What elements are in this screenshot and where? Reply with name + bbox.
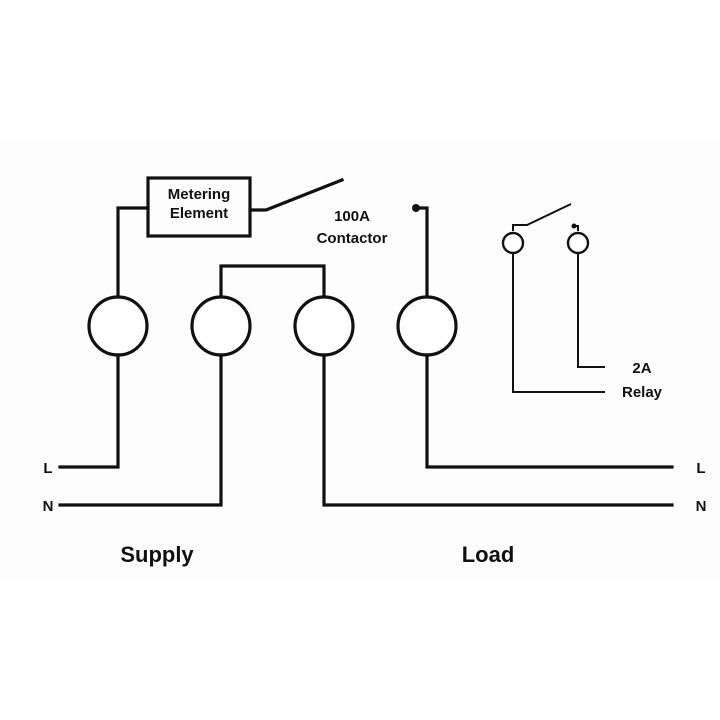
contactor-contact-wire <box>414 206 429 299</box>
metering-element-label-1: Metering <box>168 186 231 203</box>
load-section-label: Load <box>462 542 515 567</box>
diagram-background <box>0 140 720 580</box>
contactor-label-1: 100A <box>334 208 370 225</box>
relay-label-2: Relay <box>622 384 663 401</box>
load-live-wire <box>425 353 674 469</box>
relay-terminal-2 <box>566 231 590 255</box>
relay-terminal-1 <box>501 231 525 255</box>
contactor-contact-dot <box>412 204 420 212</box>
terminal-4-load-live <box>396 295 458 357</box>
supply-live-wire <box>58 353 120 469</box>
supply-neutral-label: N <box>43 498 54 515</box>
load-live-label: L <box>696 460 705 477</box>
contactor-switch-arm <box>248 177 345 212</box>
relay-label-1: 2A <box>632 360 651 377</box>
contactor-label-2: Contactor <box>317 230 388 247</box>
terminal-1-supply-live <box>87 295 149 357</box>
relay-switch-arm <box>512 203 572 231</box>
load-neutral-wire <box>322 353 674 507</box>
relay-wire-2 <box>577 253 605 368</box>
terminal-3-load-neutral <box>293 295 355 357</box>
relay-wire-1 <box>512 253 605 393</box>
metering-to-terminal-1-wire <box>116 206 150 299</box>
supply-neutral-wire <box>58 353 223 507</box>
relay-contact-dot <box>571 223 577 229</box>
neutral-bridge-wire <box>219 264 326 299</box>
terminal-2-supply-neutral <box>190 295 252 357</box>
supply-section-label: Supply <box>120 542 194 567</box>
supply-live-label: L <box>43 460 52 477</box>
metering-element-label-2: Element <box>170 205 228 222</box>
load-neutral-label: N <box>696 498 707 515</box>
